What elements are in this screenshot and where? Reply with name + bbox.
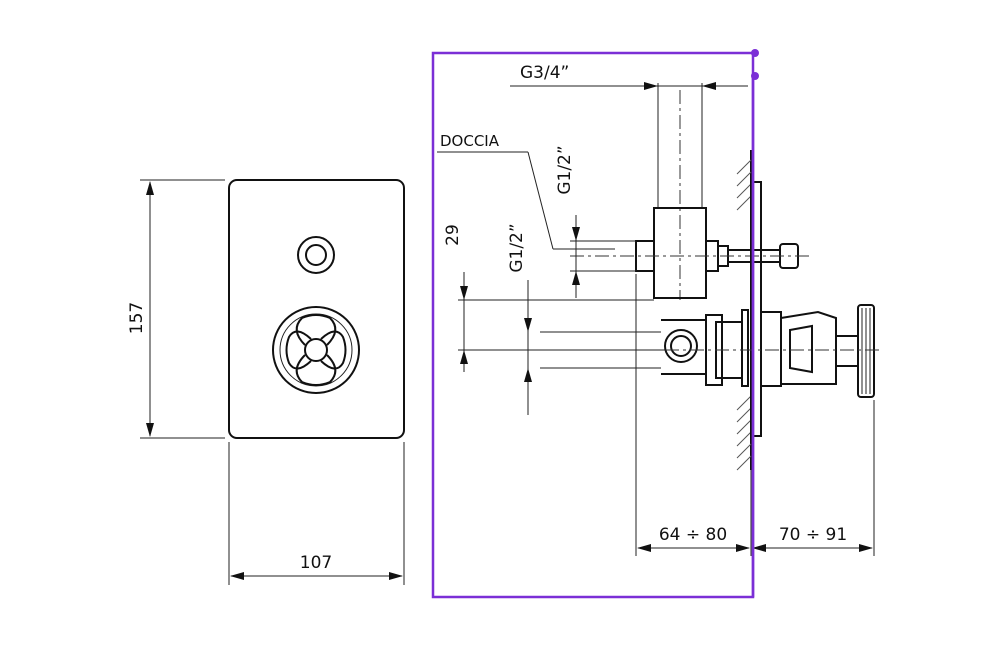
mixer-handle (272, 306, 360, 394)
front-view: 157 107 (127, 179, 405, 585)
shower-thread-dimension (572, 215, 580, 298)
selection-handle-top[interactable] (751, 49, 759, 57)
height-label: 157 (127, 302, 147, 334)
projection-dimension (752, 400, 875, 556)
inlet-label: G3/4” (520, 63, 569, 83)
shower-outlet (540, 240, 666, 369)
shower-thread-label: G1/2” (555, 145, 575, 194)
valve-body (570, 207, 810, 387)
inlet-pipe (657, 83, 703, 300)
offset-dimension (458, 272, 540, 372)
selection-box[interactable] (431, 49, 759, 599)
side-view: G3/4” (437, 63, 880, 556)
offset-label: 29 (443, 224, 463, 246)
handle-side (540, 304, 880, 398)
wall-plate (228, 179, 405, 439)
width-label: 107 (300, 553, 332, 573)
wall-plate-side (750, 181, 762, 437)
shower-leader (437, 151, 615, 250)
shower-label: DOCCIA (440, 132, 500, 150)
depth-dimension (635, 274, 752, 556)
outlet-thread-dimension (524, 280, 532, 415)
projection-range-label: 70 ÷ 91 (779, 525, 847, 545)
depth-range-label: 64 ÷ 80 (659, 525, 727, 545)
outlet-thread-label: G1/2” (507, 223, 527, 272)
dimension-height (140, 179, 225, 439)
inlet-dimension (510, 82, 748, 90)
push-button (297, 236, 335, 274)
selection-handle-edge[interactable] (751, 72, 759, 80)
dimension-width (228, 442, 405, 585)
